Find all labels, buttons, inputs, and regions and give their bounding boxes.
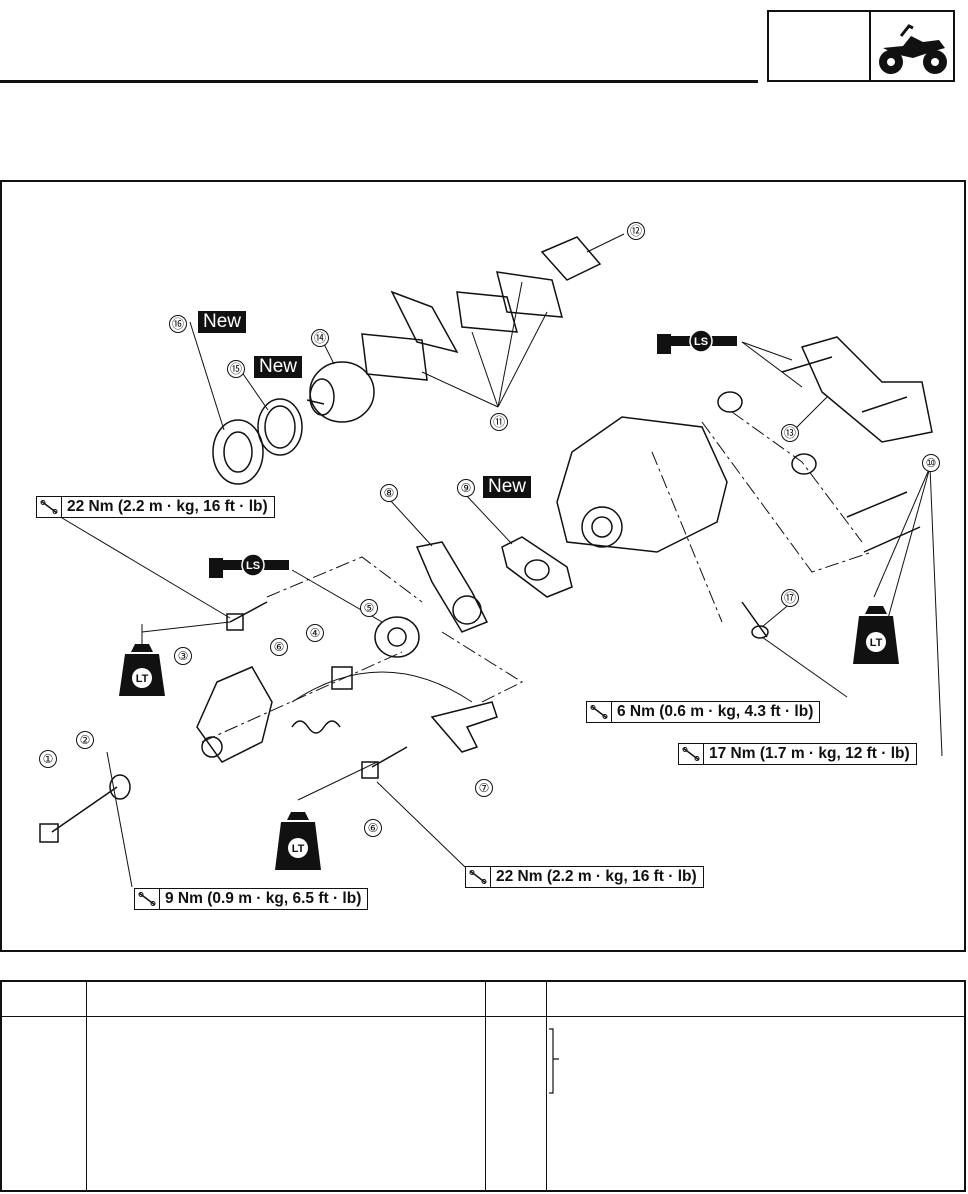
part-number-2: ② bbox=[76, 731, 94, 749]
new-tag-16: New bbox=[198, 311, 247, 333]
icon-box-divider bbox=[869, 12, 871, 80]
torque-spec-fitting-17: 6 Nm (0.6 m · kg, 4.3 ft · lb) bbox=[586, 701, 821, 723]
torque-spec-bolt-6-upper: 22 Nm (2.2 m · kg, 16 ft · lb) bbox=[36, 496, 275, 518]
new-tag-15: New bbox=[254, 356, 303, 378]
table-row bbox=[0, 1016, 966, 1192]
locktite-symbol-left: LT bbox=[119, 624, 165, 701]
torque-spec-bolt-6-lower: 22 Nm (2.2 m · kg, 16 ft · lb) bbox=[465, 866, 704, 888]
lithium-grease-symbol-upper: LS bbox=[657, 328, 747, 363]
part-number-4: ④ bbox=[306, 624, 324, 642]
header-cell-job bbox=[85, 980, 486, 1017]
part-number-16: ⑯ bbox=[169, 315, 187, 333]
section-icon-box bbox=[767, 10, 955, 82]
torque-value: 9 Nm (0.9 m · kg, 6.5 ft · lb) bbox=[165, 890, 362, 907]
torque-wrench-icon bbox=[679, 744, 704, 764]
torque-spec-pin-10: 17 Nm (1.7 m · kg, 12 ft · lb) bbox=[678, 743, 917, 765]
part-number-9: ⑨ bbox=[457, 479, 475, 497]
lithium-grease-symbol-lower: LS bbox=[209, 552, 299, 587]
torque-value: 22 Nm (2.2 m · kg, 16 ft · lb) bbox=[67, 498, 268, 515]
part-number-7: ⑦ bbox=[475, 779, 493, 797]
header-cell-remarks bbox=[545, 980, 966, 1017]
torque-wrench-icon bbox=[587, 702, 612, 722]
bracket-mark bbox=[548, 1028, 559, 1094]
ls-text-lower: LS bbox=[246, 560, 260, 572]
header-rule bbox=[0, 80, 758, 83]
torque-value: 17 Nm (1.7 m · kg, 12 ft · lb) bbox=[709, 745, 910, 762]
table-cell bbox=[0, 1016, 87, 1192]
torque-value: 6 Nm (0.6 m · kg, 4.3 ft · lb) bbox=[617, 703, 814, 720]
header-cell-qty bbox=[484, 980, 547, 1017]
table-cell-remarks bbox=[545, 1016, 966, 1192]
torque-value: 22 Nm (2.2 m · kg, 16 ft · lb) bbox=[496, 868, 697, 885]
table-cell bbox=[484, 1016, 547, 1192]
lt-text-left: LT bbox=[136, 673, 149, 685]
atv-icon bbox=[879, 24, 947, 74]
part-number-13: ⑬ bbox=[781, 424, 799, 442]
part-number-6-upper: ⑥ bbox=[270, 638, 288, 656]
locktite-symbol-right: LT bbox=[853, 594, 899, 671]
part-number-5: ⑤ bbox=[360, 599, 378, 617]
header-cell-order bbox=[0, 980, 87, 1017]
diagram-art bbox=[39, 233, 943, 888]
part-number-17: ⑰ bbox=[781, 589, 799, 607]
torque-wrench-icon bbox=[37, 497, 62, 517]
table-header-row bbox=[0, 980, 966, 1017]
part-number-12: ⑫ bbox=[627, 222, 645, 240]
part-number-3: ③ bbox=[174, 647, 192, 665]
part-number-11: ⑪ bbox=[490, 413, 508, 431]
part-number-14: ⑭ bbox=[311, 329, 329, 347]
part-number-8: ⑧ bbox=[380, 484, 398, 502]
parts-table bbox=[0, 980, 966, 1192]
lt-text-bottom: LT bbox=[292, 843, 305, 855]
part-number-6-lower: ⑥ bbox=[364, 819, 382, 837]
part-number-1: ① bbox=[39, 750, 57, 768]
new-tag-9: New bbox=[483, 476, 532, 498]
exploded-diagram: New New New ① ② ③ ④ ⑤ ⑥ ⑥ ⑦ ⑧ ⑨ ⑩ ⑪ ⑫ ⑬ … bbox=[0, 180, 966, 952]
ls-text-upper: LS bbox=[694, 336, 708, 348]
torque-wrench-icon bbox=[466, 867, 491, 887]
torque-spec-bolt-1: 9 Nm (0.9 m · kg, 6.5 ft · lb) bbox=[134, 888, 369, 910]
torque-wrench-icon bbox=[135, 889, 160, 909]
lt-text-right: LT bbox=[870, 637, 883, 649]
locktite-symbol-bottom: LT bbox=[275, 800, 321, 877]
part-number-15: ⑮ bbox=[227, 360, 245, 378]
part-number-10: ⑩ bbox=[922, 454, 940, 472]
table-cell bbox=[85, 1016, 486, 1192]
